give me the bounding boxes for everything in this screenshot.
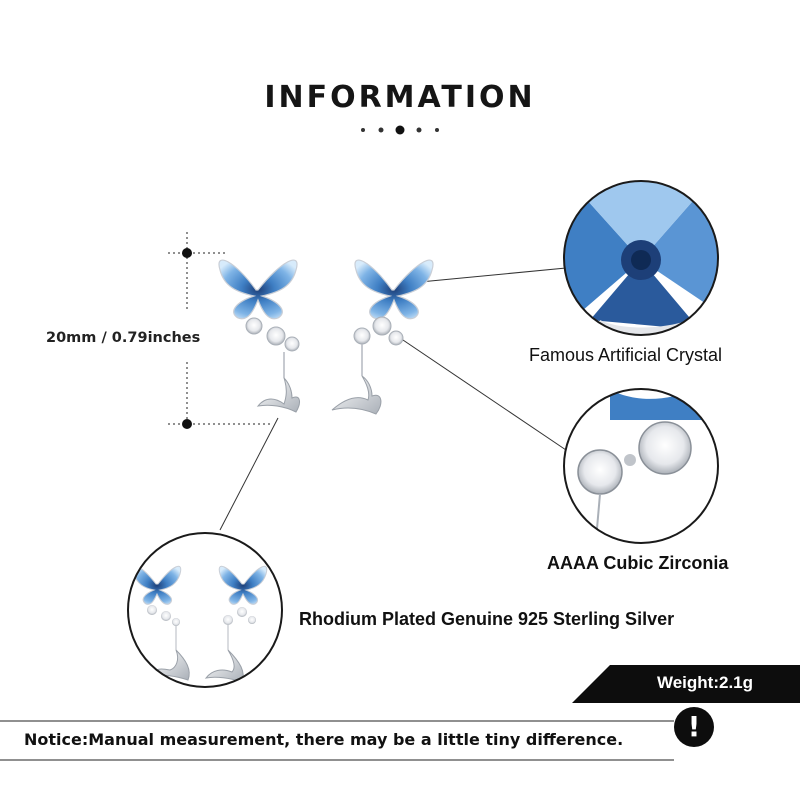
- zoom-circle-silver: [127, 532, 283, 688]
- notice-text: Notice:Manual measurement, there may be …: [24, 730, 624, 749]
- page-title: INFORMATION: [264, 80, 536, 115]
- dimension-marker: [168, 232, 270, 429]
- callout-lines: [219, 267, 567, 531]
- weight-label: Weight:2.1g: [656, 673, 754, 692]
- silver-label: Rhodium Plated Genuine 925 Sterling Silv…: [299, 609, 675, 629]
- zirconia-label: AAAA Cubic Zirconia: [547, 553, 729, 573]
- earring-left: [218, 259, 300, 413]
- exclamation-icon: !: [674, 707, 714, 747]
- title-dots: [361, 125, 439, 135]
- crystal-label: Famous Artificial Crystal: [529, 345, 723, 365]
- weight-banner: [572, 665, 800, 703]
- notice-rule: [0, 720, 674, 761]
- earring-right: [331, 259, 434, 415]
- zoom-circle-crystal: [563, 180, 719, 336]
- dimension-label: 20mm / 0.79inches: [46, 330, 201, 346]
- zoom-circle-zirconia: [563, 388, 719, 544]
